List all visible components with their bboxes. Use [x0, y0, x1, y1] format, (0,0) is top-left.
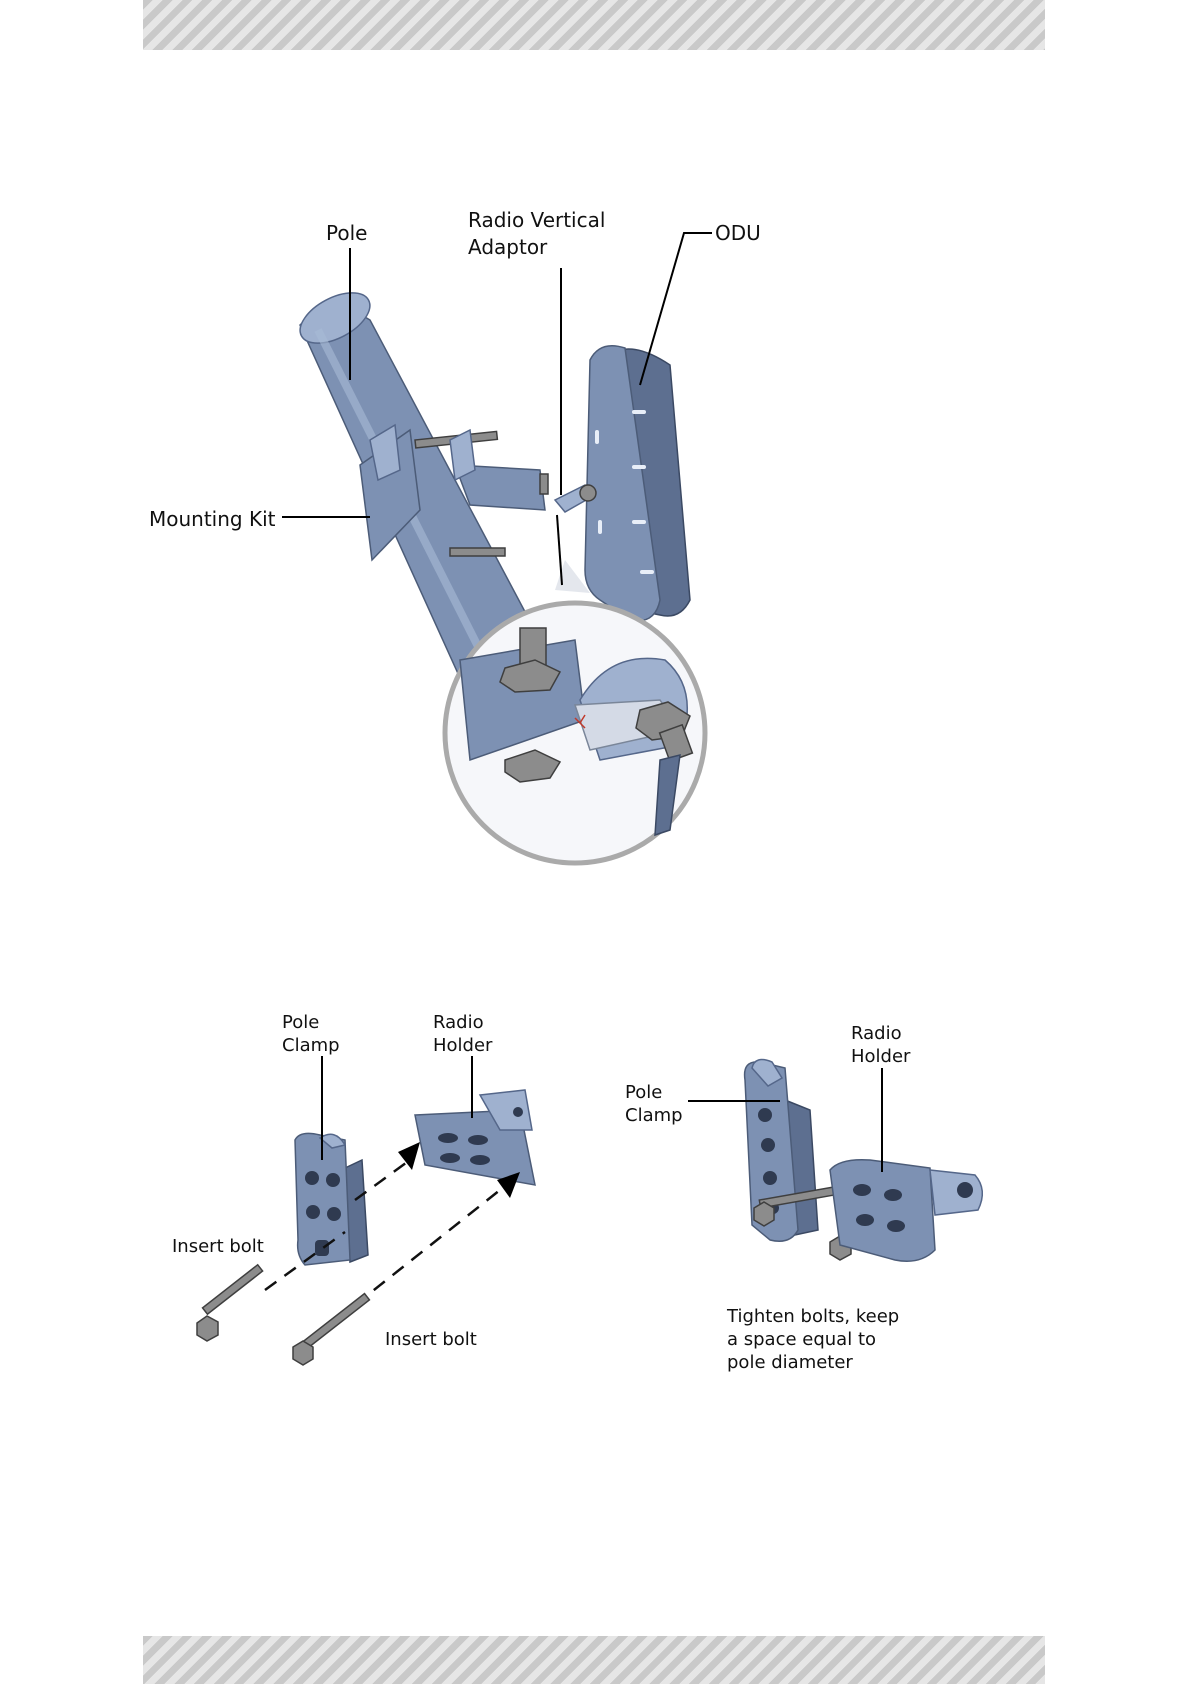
radio-vertical-adaptor-leader-lower [557, 515, 562, 585]
radio-holder-label-left-line2: Holder [433, 1035, 493, 1056]
figure-tighten-bolts: Pole Clamp Radio Holder Tighten bolts, k… [625, 1023, 982, 1373]
radio-holder-illustration-left [415, 1090, 535, 1185]
instruction-line3: pole diameter [727, 1352, 853, 1373]
bolt-head-c [754, 1202, 774, 1226]
instruction-line2: a space equal to [727, 1329, 876, 1350]
radio-holder-label-right-line2: Holder [851, 1046, 911, 1067]
mounting-kit-label: Mounting Kit [149, 507, 276, 531]
radio-holder-label-left-line1: Radio [433, 1012, 484, 1033]
odu-illustration [585, 346, 690, 621]
figure-insert-bolts: Pole Clamp Radio Holder Insert bolt Inse… [172, 1012, 535, 1365]
bolt-illustration-a [197, 1265, 263, 1341]
bolt-illustration-b [293, 1294, 369, 1365]
insert-bolt-label-a: Insert bolt [172, 1236, 264, 1257]
bolt-path-arrow-lower-right [355, 1190, 500, 1305]
radio-vertical-adaptor-label-line2: Adaptor [468, 235, 548, 259]
figure-pole-mount-assembly: Pole Radio Vertical Adaptor ODU Mounting… [149, 208, 761, 863]
pole-clamp-label-right-line1: Pole [625, 1082, 662, 1103]
pole-clamp-label-left-line1: Pole [282, 1012, 319, 1033]
insert-bolt-label-b: Insert bolt [385, 1329, 477, 1350]
pole-label: Pole [326, 221, 367, 245]
pole-clamp-label-right-line2: Clamp [625, 1105, 683, 1126]
odu-label: ODU [715, 221, 761, 245]
instruction-line1: Tighten bolts, keep [726, 1306, 899, 1327]
pole-clamp-label-left-line2: Clamp [282, 1035, 340, 1056]
radio-holder-illustration-right [830, 1160, 982, 1262]
radio-holder-label-right-line1: Radio [851, 1023, 902, 1044]
radio-vertical-adaptor-label-line1: Radio Vertical [468, 208, 605, 232]
